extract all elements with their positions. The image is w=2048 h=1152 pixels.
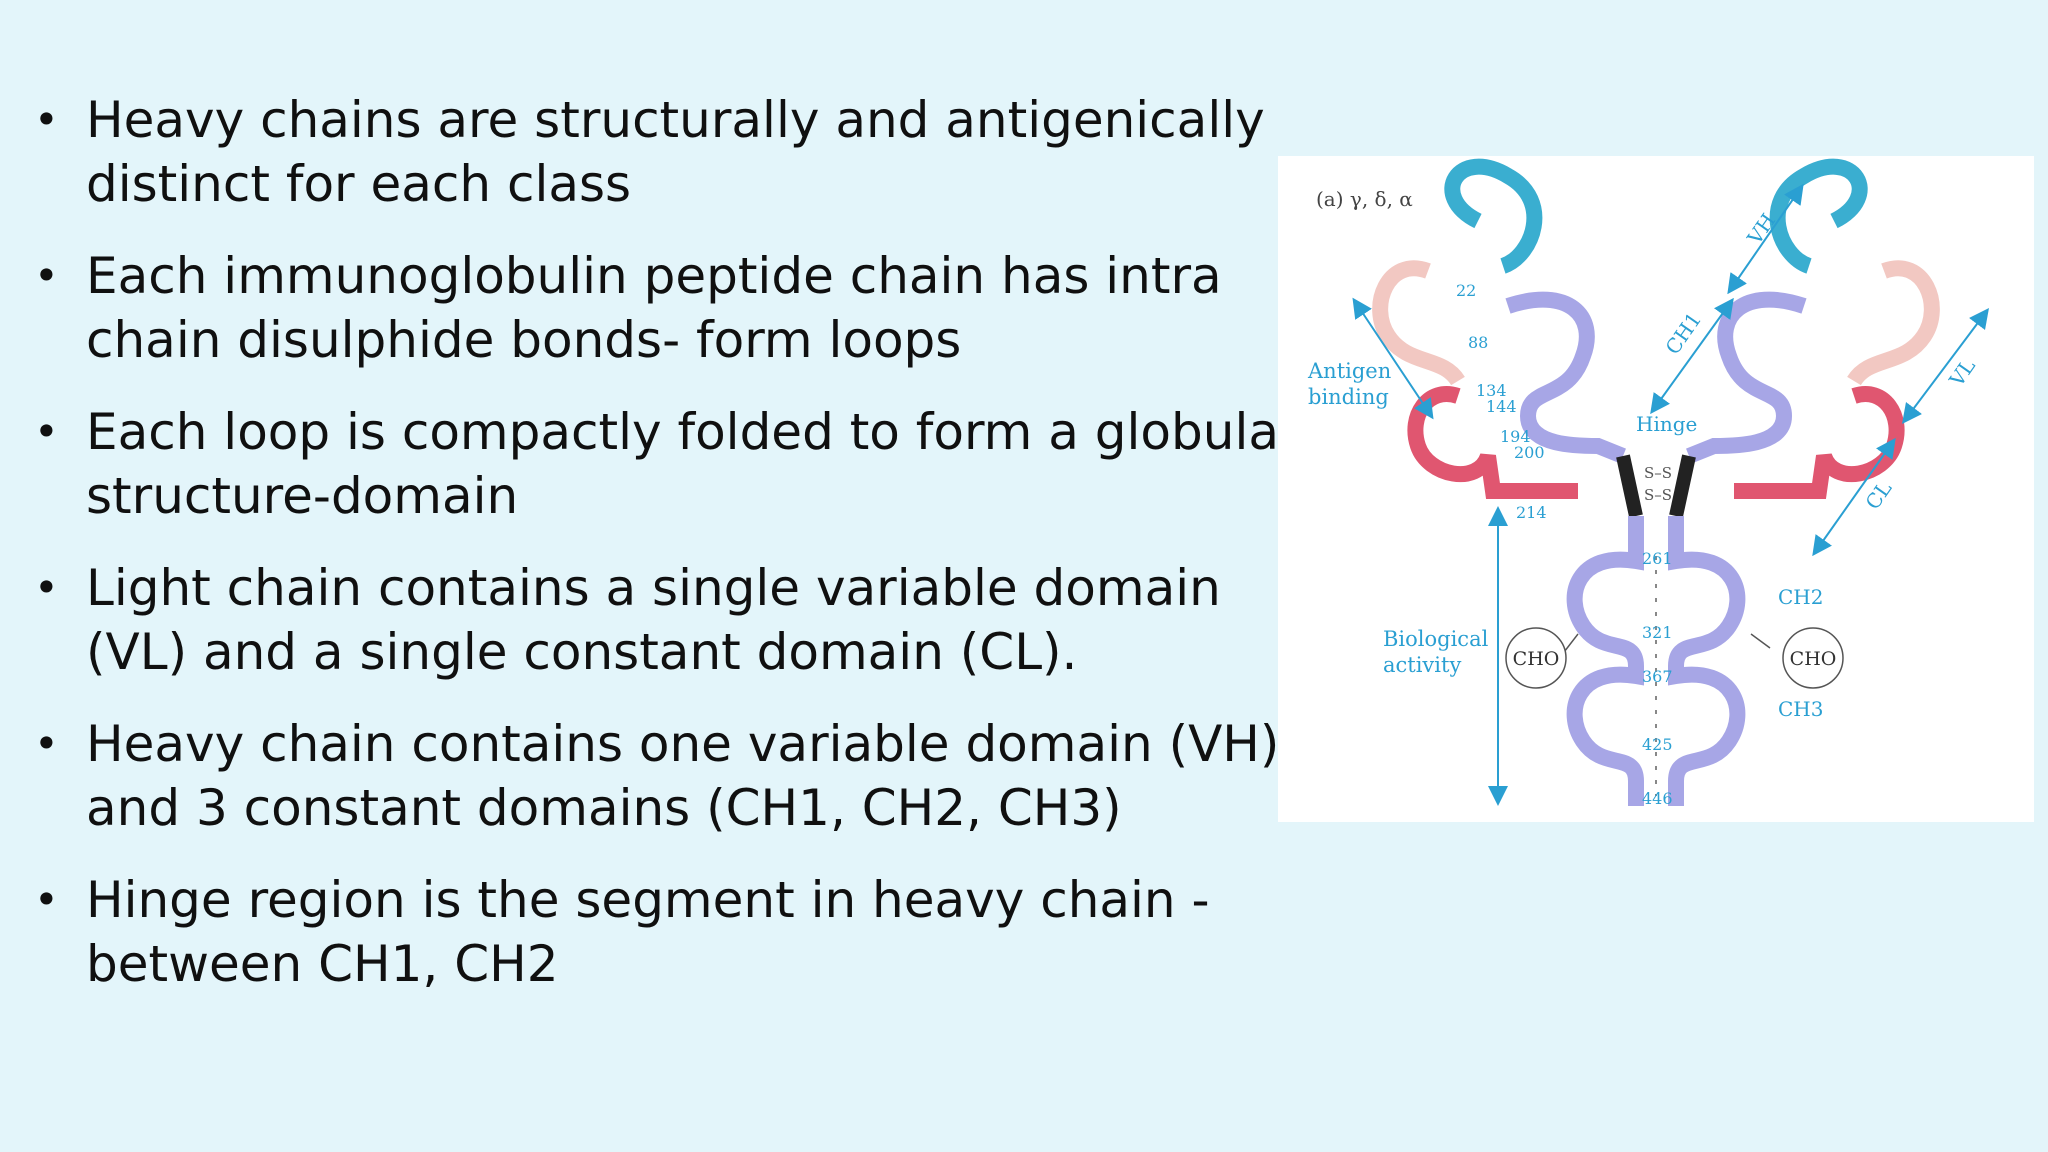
bullet-text-line: (VL) and a single constant domain (CL). (86, 623, 1078, 681)
residue-number: 367 (1642, 667, 1673, 686)
ch1-domain-left (1505, 291, 1626, 464)
ch1-arrow (1650, 297, 1734, 415)
bullet-item: • Heavy chain contains one variable doma… (34, 712, 1280, 840)
residue-number: 200 (1514, 443, 1545, 462)
cho-right-label: CHO (1790, 648, 1837, 670)
bullet-item: • Heavy chains are structurally and anti… (34, 88, 1274, 216)
hinge-right (1669, 454, 1696, 518)
cho-right-circle (1782, 627, 1844, 689)
cl-label: CL (1860, 477, 1896, 514)
panel-label: (a) γ, δ, α (1316, 187, 1413, 211)
cl-arrow (1812, 437, 1896, 557)
bullet-dot: • (34, 563, 59, 612)
hinge-label: Hinge (1636, 412, 1697, 436)
antigen-binding-arrow (1352, 297, 1434, 420)
bullet-dot: • (34, 251, 59, 300)
vl-domain-right (1847, 260, 1940, 386)
bullet-dot: • (34, 875, 59, 924)
vl-domain-left (1372, 260, 1465, 386)
bullet-item: • Hinge region is the segment in heavy c… (34, 868, 1274, 996)
hinge-disulfide-1: S–S (1644, 464, 1672, 482)
cho-left-label: CHO (1513, 648, 1560, 670)
bullet-text-line: between CH1, CH2 (86, 935, 559, 993)
bullet-text-line: Heavy chain contains one variable domain… (86, 715, 1280, 773)
biological-activity-label-line1: Biological (1383, 627, 1489, 651)
antibody-diagram: (a) γ, δ, α S–S S–S (1307, 158, 1989, 808)
bullet-text-line: Heavy chains are structurally and antige… (86, 91, 1265, 149)
biological-activity-label-line2: activity (1383, 653, 1461, 677)
residue-number: 446 (1642, 789, 1673, 808)
bullet-list: • Heavy chains are structurally and anti… (34, 88, 1300, 1024)
antigen-binding-label-line2: binding (1308, 385, 1389, 409)
ch1-label: CH1 (1660, 308, 1706, 359)
cho-right-connector (1750, 633, 1771, 649)
ch1-domain-right (1686, 291, 1807, 464)
cho-left-circle (1505, 627, 1567, 689)
residue-number: 88 (1468, 333, 1488, 352)
residue-number: 425 (1642, 735, 1673, 754)
bullet-dot: • (34, 95, 59, 144)
bullet-item: • Light chain contains a single variable… (34, 556, 1274, 684)
residue-number: 261 (1642, 549, 1673, 568)
bullet-text-line: structure-domain (86, 467, 519, 525)
bullet-text-line: Light chain contains a single variable d… (86, 559, 1221, 617)
hinge-disulfide-2: S–S (1644, 486, 1672, 504)
bullet-text-line: Each loop is compactly folded to form a … (86, 403, 1300, 461)
ch2-label: CH2 (1778, 585, 1823, 609)
bullet-dot: • (34, 407, 59, 456)
vl-arrow (1902, 308, 1989, 424)
residue-number: 194 (1500, 427, 1531, 446)
bullet-text-line: Hinge region is the segment in heavy cha… (86, 871, 1210, 929)
bullet-item: • Each loop is compactly folded to form … (34, 400, 1300, 528)
bullet-text-line: distinct for each class (86, 155, 632, 213)
vh-domain-right (1769, 158, 1868, 274)
fc-heavy-chain-right (1668, 516, 1746, 806)
bullet-text-line: chain disulphide bonds- form loops (86, 311, 962, 369)
hinge-left (1616, 454, 1643, 518)
fc-heavy-chain-left (1566, 516, 1644, 806)
bullet-text-line: and 3 constant domains (CH1, CH2, CH3) (86, 779, 1122, 837)
bullet-text-line: Each immunoglobulin peptide chain has in… (86, 247, 1222, 305)
bullet-item: • Each immunoglobulin peptide chain has … (34, 244, 1274, 372)
residue-number: 22 (1456, 281, 1476, 300)
residue-number: 214 (1516, 503, 1547, 522)
vh-arrow (1727, 183, 1804, 295)
bullet-dot: • (34, 719, 59, 768)
antibody-structure-figure: (a) γ, δ, α S–S S–S (1278, 156, 2034, 822)
residue-number: 321 (1642, 623, 1673, 642)
ch3-label: CH3 (1778, 697, 1823, 721)
vh-domain-left (1444, 158, 1543, 274)
residue-number: 134 (1476, 381, 1507, 400)
antigen-binding-label-line1: Antigen (1307, 359, 1391, 383)
residue-number: 144 (1486, 397, 1517, 416)
